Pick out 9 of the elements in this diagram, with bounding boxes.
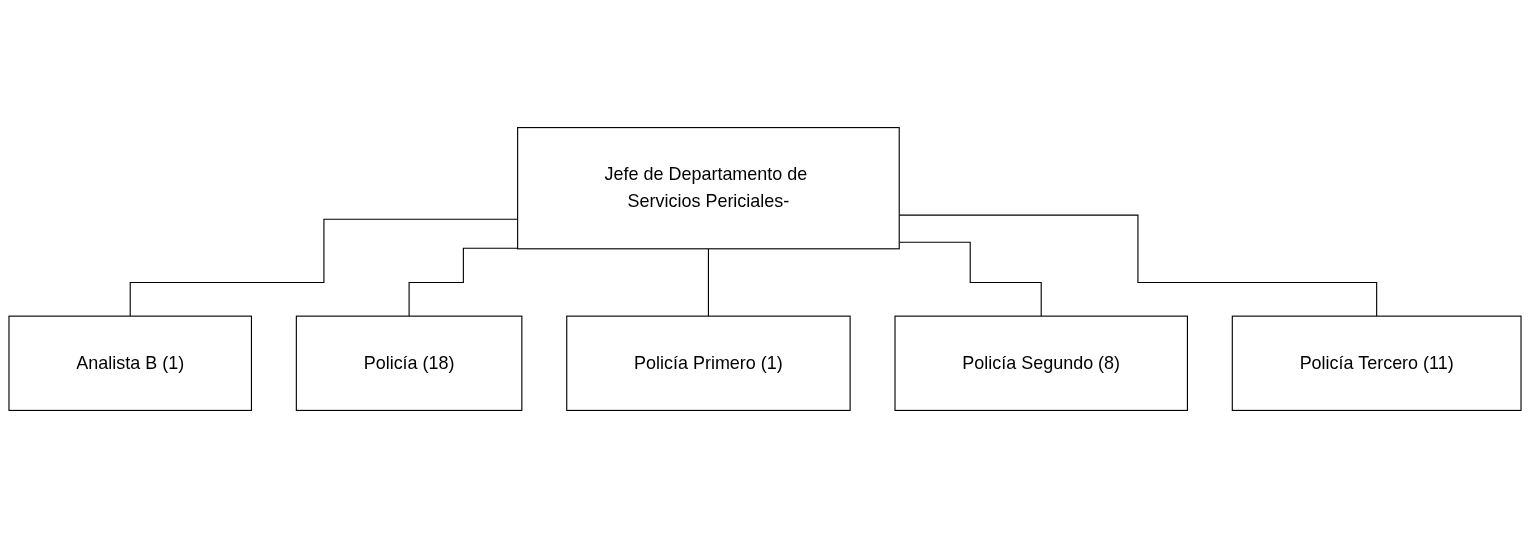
connector [129,218,519,317]
node-box: Policía Primero (1) [566,315,851,411]
node-box: Jefe de Departamento de Servicios Periciales- [517,127,900,250]
connector [408,247,519,317]
node-box: Analista B (1) [8,315,252,411]
node-box: Policía (18) [295,315,523,411]
node-box: Policía Segundo (8) [894,315,1188,411]
node-box: Policía Tercero (11) [1231,315,1522,411]
connector [707,248,709,317]
